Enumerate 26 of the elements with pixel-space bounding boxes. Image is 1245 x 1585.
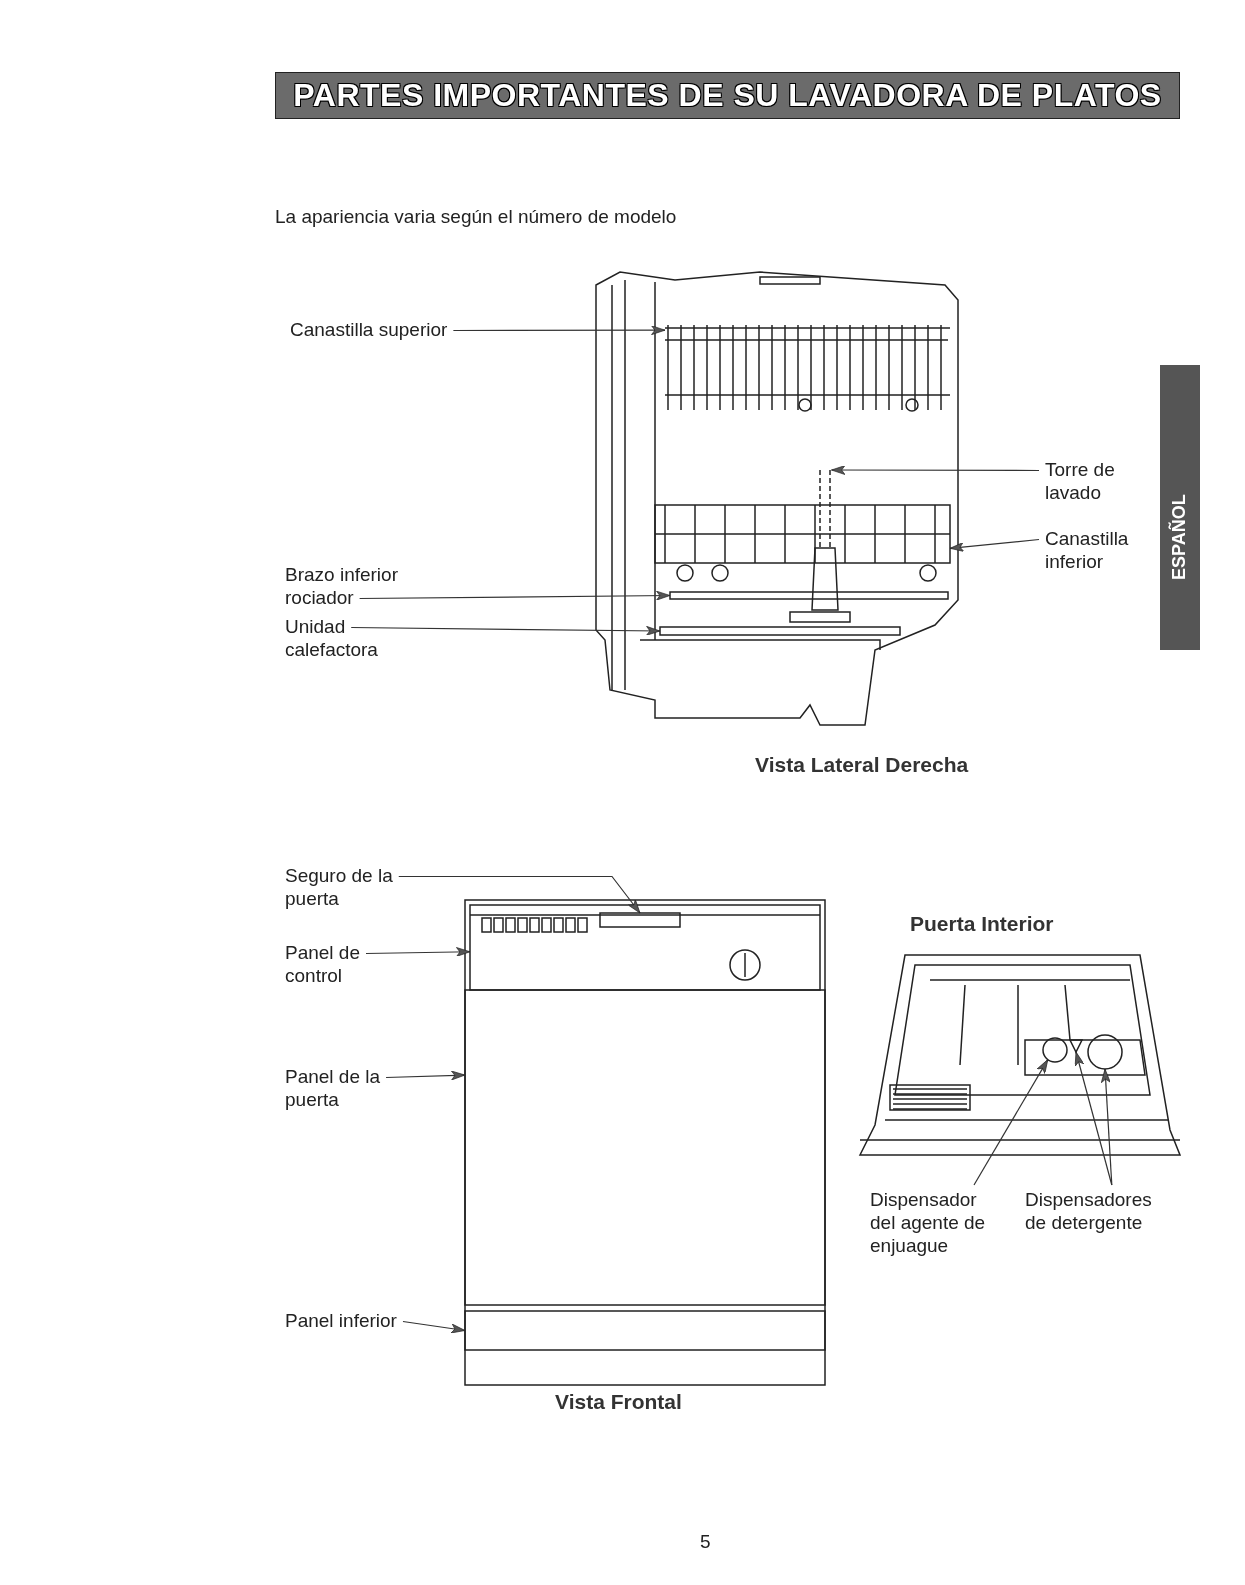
callout-label: Torre de lavado bbox=[1045, 458, 1155, 504]
leader-line bbox=[398, 875, 641, 914]
view-caption: Vista Frontal bbox=[555, 1390, 683, 1413]
callout-label: Canastilla inferior bbox=[1045, 527, 1155, 573]
note-text: La apariencia varia según el número de modelo bbox=[275, 205, 677, 228]
callout-label: Dispensadores de detergente bbox=[1025, 1188, 1165, 1234]
callout-label: Unidad calefactora bbox=[285, 615, 395, 661]
view-caption: Puerta Interior bbox=[910, 912, 1055, 935]
leader-line bbox=[365, 947, 471, 957]
leader-line bbox=[973, 1059, 1049, 1186]
callout-label: Panel de control bbox=[285, 941, 375, 987]
leader-line bbox=[452, 325, 666, 335]
callout-label: Panel de la puerta bbox=[285, 1065, 405, 1111]
callout-label: Panel inferior bbox=[285, 1309, 415, 1332]
leader-line bbox=[830, 465, 1040, 475]
view-caption: Vista Lateral Derecha bbox=[755, 753, 970, 776]
side-tab-text: ESPAÑOL bbox=[1168, 494, 1190, 580]
leader-line bbox=[949, 538, 1040, 552]
leader-line bbox=[359, 590, 671, 601]
page-number: 5 bbox=[700, 1530, 712, 1553]
page-title: PARTES IMPORTANTES DE SU LAVADORA DE PLATOS bbox=[275, 72, 1180, 119]
callout-label: Seguro de la puerta bbox=[285, 864, 415, 910]
callout-label: Canastilla superior bbox=[290, 318, 470, 341]
callout-label: Dispensador del agente de enjuague bbox=[870, 1188, 1000, 1257]
callout-label: Brazo inferior rociador bbox=[285, 563, 425, 609]
leader-line bbox=[1100, 1068, 1113, 1186]
